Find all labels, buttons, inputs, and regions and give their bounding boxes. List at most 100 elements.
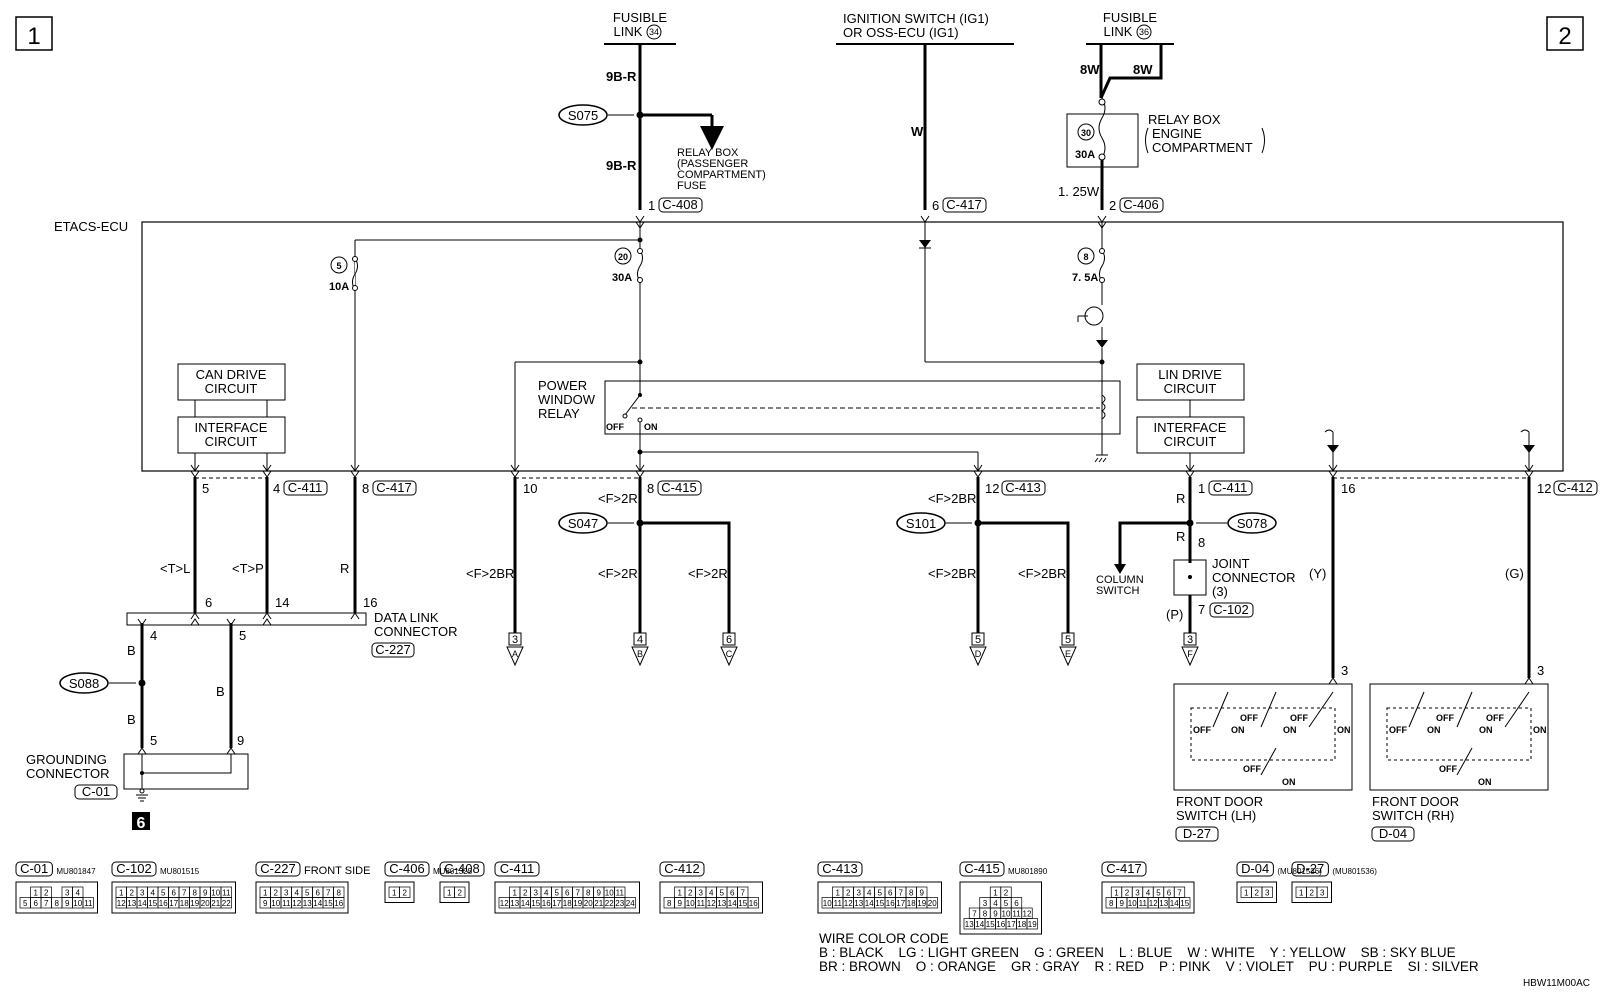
connector-view-part: (MU801536)	[1277, 867, 1322, 876]
svg-text:12: 12	[985, 481, 999, 496]
connector-pin-label: 19	[190, 899, 199, 908]
svg-text:9: 9	[237, 733, 244, 748]
connector-pin-label: 2	[458, 889, 463, 898]
svg-text:ON: ON	[1283, 725, 1297, 735]
svg-text:8: 8	[1083, 252, 1088, 262]
connector-pin-label: 13	[510, 899, 519, 908]
connector-pin-label: 15	[875, 899, 884, 908]
connector-view-code: C-408	[444, 861, 479, 876]
svg-text:OFF: OFF	[1243, 764, 1261, 774]
svg-text:(Y): (Y)	[1309, 566, 1326, 581]
ignition-switch: IGNITION SWITCH (IG1) OR OSS-ECU (IG1)	[836, 11, 1014, 45]
connector-pin-label: 3	[1320, 889, 1325, 898]
connector-pin-label: 3	[857, 889, 862, 898]
svg-text:JOINT: JOINT	[1212, 556, 1250, 571]
svg-text:R: R	[340, 561, 349, 576]
svg-text:R: R	[1176, 529, 1185, 544]
connector-pin-label: 3	[140, 889, 145, 898]
connector-view-code: C-01	[20, 861, 48, 876]
svg-text:B: B	[127, 643, 136, 658]
svg-text:5: 5	[239, 628, 246, 643]
connector-pin-label: 17	[1007, 920, 1016, 929]
connector-pin-label: 22	[222, 899, 231, 908]
svg-text:B: B	[216, 684, 225, 699]
connector-pin-label: 6	[1014, 899, 1019, 908]
svg-text:<T>P: <T>P	[232, 561, 264, 576]
connector-pin-label: 16	[334, 899, 343, 908]
connector-pin-label: 8	[55, 899, 60, 908]
connector-pin-label: 16	[749, 899, 758, 908]
svg-text:F: F	[1187, 649, 1193, 659]
connector-view-code: C-417	[1106, 861, 1141, 876]
offpage-f: 3 F	[1181, 632, 1199, 667]
connector-pin-label: 19	[1028, 920, 1037, 929]
joint-connector: 8 JOINT CONNECTOR (3) 7 C-102	[1173, 535, 1296, 618]
svg-text:SWITCH (LH): SWITCH (LH)	[1176, 808, 1256, 823]
svg-text:C-102: C-102	[1213, 602, 1248, 617]
svg-text:C: C	[726, 649, 733, 659]
svg-text:OFF: OFF	[1486, 713, 1504, 723]
svg-text:CAN DRIVE: CAN DRIVE	[196, 367, 267, 382]
svg-text:(G): (G)	[1505, 566, 1524, 581]
grounding-connector: 5 9 GROUNDING CONNECTOR C-01	[26, 733, 249, 802]
document-code: HBW11M00AC	[1522, 978, 1590, 989]
ecu-top-pins: 1 C-408 6 C-417 2 C-406	[648, 197, 1164, 213]
svg-text:INTERFACE: INTERFACE	[195, 420, 268, 435]
connector-pin-label: 7	[972, 910, 977, 919]
svg-text:OR OSS-ECU (IG1): OR OSS-ECU (IG1)	[843, 25, 959, 40]
wire-label-8w-2: 8W	[1133, 62, 1153, 77]
splice-s101: S101	[896, 512, 972, 534]
connector-pin-label: 7	[1177, 889, 1182, 898]
svg-text:IGNITION SWITCH (IG1): IGNITION SWITCH (IG1)	[843, 11, 989, 26]
svg-text:C-412: C-412	[1557, 480, 1592, 495]
svg-text:A: A	[512, 649, 518, 659]
connector-pin-label: 2	[688, 889, 693, 898]
connector-pin-label: 14	[521, 899, 530, 908]
svg-text:D: D	[975, 649, 982, 659]
svg-text:C-411: C-411	[288, 480, 322, 495]
connector-pin-label: 7	[576, 889, 581, 898]
connector-pin-label: 18	[180, 899, 189, 908]
connector-pin-label: 9	[993, 910, 998, 919]
connector-pin-label: 14	[138, 899, 147, 908]
connector-pin-label: 16	[886, 899, 895, 908]
svg-text:5: 5	[202, 481, 209, 496]
connector-pin-label: 11	[834, 899, 843, 908]
connector-pin-label: 5	[1004, 899, 1009, 908]
connector-pin-label: 4	[544, 889, 549, 898]
svg-text:1: 1	[648, 198, 655, 213]
connector-pin-label: 12	[1149, 899, 1158, 908]
connector-pin-label: 6	[1167, 889, 1172, 898]
svg-text:3: 3	[1341, 663, 1348, 678]
connector-pin-label: 15	[1180, 899, 1189, 908]
svg-text:3: 3	[1187, 634, 1193, 646]
offpage-b: 4 B	[631, 632, 649, 667]
connector-pin-label: 15	[148, 899, 157, 908]
connector-pin-label: 20	[928, 899, 937, 908]
svg-text:S088: S088	[69, 676, 99, 691]
svg-text:5: 5	[975, 634, 981, 646]
svg-text:<F>2BR: <F>2BR	[466, 566, 514, 581]
svg-text:1: 1	[27, 23, 40, 50]
svg-text:8: 8	[1198, 535, 1205, 550]
svg-text:INTERFACE: INTERFACE	[1154, 420, 1227, 435]
connector-pin-label: 4	[993, 899, 998, 908]
connector-pin-label: 4	[1146, 889, 1151, 898]
connector-pin-label: 9	[920, 889, 925, 898]
svg-text:C-408: C-408	[662, 197, 697, 212]
connector-pin-label: 9	[1120, 899, 1125, 908]
connector-view-part: MU801890	[1008, 867, 1048, 876]
connector-view-part: MU801515	[160, 867, 200, 876]
svg-text:ENGINE: ENGINE	[1152, 126, 1202, 141]
connector-pin-label: 8	[983, 910, 988, 919]
connector-pin-label: 12	[1023, 910, 1032, 919]
svg-text:<F>2R: <F>2R	[688, 566, 728, 581]
connector-pin-label: 3	[284, 889, 289, 898]
svg-text:CIRCUIT: CIRCUIT	[1164, 381, 1217, 396]
